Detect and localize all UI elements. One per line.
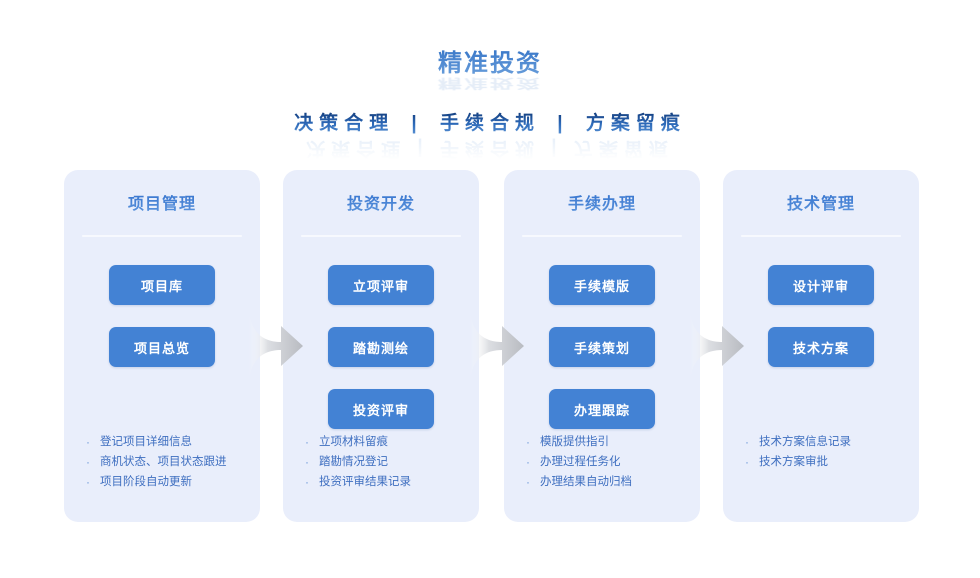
column-divider [301,235,461,237]
column-divider [522,235,682,237]
page-title: 精准投资 [0,0,980,79]
bullet-text: 登记项目详细信息 [100,436,192,448]
bullet-dot-icon: · [526,475,530,489]
list-item: · 登记项目详细信息 [86,432,256,452]
flow-button[interactable]: 技术方案 [768,327,874,367]
list-item: · 技术方案审批 [745,452,915,472]
process-flow: 项目管理 项目库 项目总览 · 登记项目详细信息 · 商机状态、项目状态跟进 ·… [64,170,919,522]
column-bullet-list: · 模版提供指引 · 办理过程任务化 · 办理结果自动归档 [526,432,696,492]
bullet-text: 立项材料留痕 [319,436,388,448]
subtitle-phrase: 手续合规 [439,113,540,134]
bullet-text: 投资评审结果记录 [319,476,411,488]
list-item: · 商机状态、项目状态跟进 [86,452,256,472]
page-subtitle: 决策合理 | 手续合规 | 方案留痕 [0,112,980,136]
bullet-dot-icon: · [526,455,530,469]
list-item: · 办理结果自动归档 [526,472,696,492]
column-button-group: 手续模版 手续策划 办理跟踪 [504,265,700,429]
list-item: · 投资评审结果记录 [305,472,475,492]
column-button-group: 立项评审 踏勘测绘 投资评审 [283,265,479,429]
column-title: 技术管理 [723,170,919,214]
flow-button[interactable]: 立项评审 [328,265,434,305]
subtitle-phrase: 方案留痕 [573,137,674,159]
bullet-text: 商机状态、项目状态跟进 [100,456,227,468]
flow-button[interactable]: 设计评审 [768,265,874,305]
list-item: · 模版提供指引 [526,432,696,452]
flow-button[interactable]: 手续策划 [549,327,655,367]
bullet-text: 办理过程任务化 [540,456,621,468]
bullet-text: 技术方案信息记录 [759,436,851,448]
flow-button[interactable]: 项目总览 [109,327,215,367]
subtitle-phrase: 手续合规 [439,137,540,159]
subtitle-separator: | [557,113,569,134]
subtitle-phrase: 决策合理 [294,113,395,134]
bullet-dot-icon: · [305,455,309,469]
page-subtitle-reflection: 决策合理 | 手续合规 | 方案留痕 [0,136,980,160]
flow-column-technical-management[interactable]: 技术管理 设计评审 技术方案 · 技术方案信息记录 · 技术方案审批 [723,170,919,522]
column-button-group: 设计评审 技术方案 [723,265,919,367]
bullet-dot-icon: · [86,475,90,489]
column-bullet-list: · 技术方案信息记录 · 技术方案审批 [745,432,915,472]
bullet-text: 项目阶段自动更新 [100,476,192,488]
bullet-dot-icon: · [745,455,749,469]
subtitle-phrase: 决策合理 [306,137,407,159]
page-subtitle-wrap: 决策合理 | 手续合规 | 方案留痕 决策合理 | 手续合规 | 方案留痕 [0,112,980,160]
bullet-dot-icon: · [86,435,90,449]
bullet-dot-icon: · [305,475,309,489]
column-title: 项目管理 [64,170,260,214]
bullet-text: 技术方案审批 [759,456,828,468]
bullet-dot-icon: · [305,435,309,449]
bullet-text: 办理结果自动归档 [540,476,632,488]
bullet-dot-icon: · [526,435,530,449]
flow-button[interactable]: 踏勘测绘 [328,327,434,367]
bullet-text: 踏勘情况登记 [319,456,388,468]
column-title: 手续办理 [504,170,700,214]
flow-column-investment-development[interactable]: 投资开发 立项评审 踏勘测绘 投资评审 · 立项材料留痕 · 踏勘情况登记 · … [283,170,479,522]
column-button-group: 项目库 项目总览 [64,265,260,367]
column-bullet-list: · 登记项目详细信息 · 商机状态、项目状态跟进 · 项目阶段自动更新 [86,432,256,492]
list-item: · 技术方案信息记录 [745,432,915,452]
bullet-dot-icon: · [745,435,749,449]
column-divider [82,235,242,237]
list-item: · 项目阶段自动更新 [86,472,256,492]
column-bullet-list: · 立项材料留痕 · 踏勘情况登记 · 投资评审结果记录 [305,432,475,492]
flow-button[interactable]: 项目库 [109,265,215,305]
flow-button[interactable]: 投资评审 [328,389,434,429]
subtitle-separator: | [417,137,429,159]
bullet-dot-icon: · [86,455,90,469]
subtitle-separator: | [411,113,423,134]
flow-button[interactable]: 手续模版 [549,265,655,305]
page-header: 精准投资 精准投资 [0,0,980,90]
list-item: · 办理过程任务化 [526,452,696,472]
flow-column-procedure-handling[interactable]: 手续办理 手续模版 手续策划 办理跟踪 · 模版提供指引 · 办理过程任务化 ·… [504,170,700,522]
column-title: 投资开发 [283,170,479,214]
subtitle-separator: | [551,137,563,159]
column-divider [741,235,901,237]
list-item: · 立项材料留痕 [305,432,475,452]
bullet-text: 模版提供指引 [540,436,609,448]
flow-button[interactable]: 办理跟踪 [549,389,655,429]
subtitle-phrase: 方案留痕 [585,113,686,134]
flow-column-project-management[interactable]: 项目管理 项目库 项目总览 · 登记项目详细信息 · 商机状态、项目状态跟进 ·… [64,170,260,522]
list-item: · 踏勘情况登记 [305,452,475,472]
